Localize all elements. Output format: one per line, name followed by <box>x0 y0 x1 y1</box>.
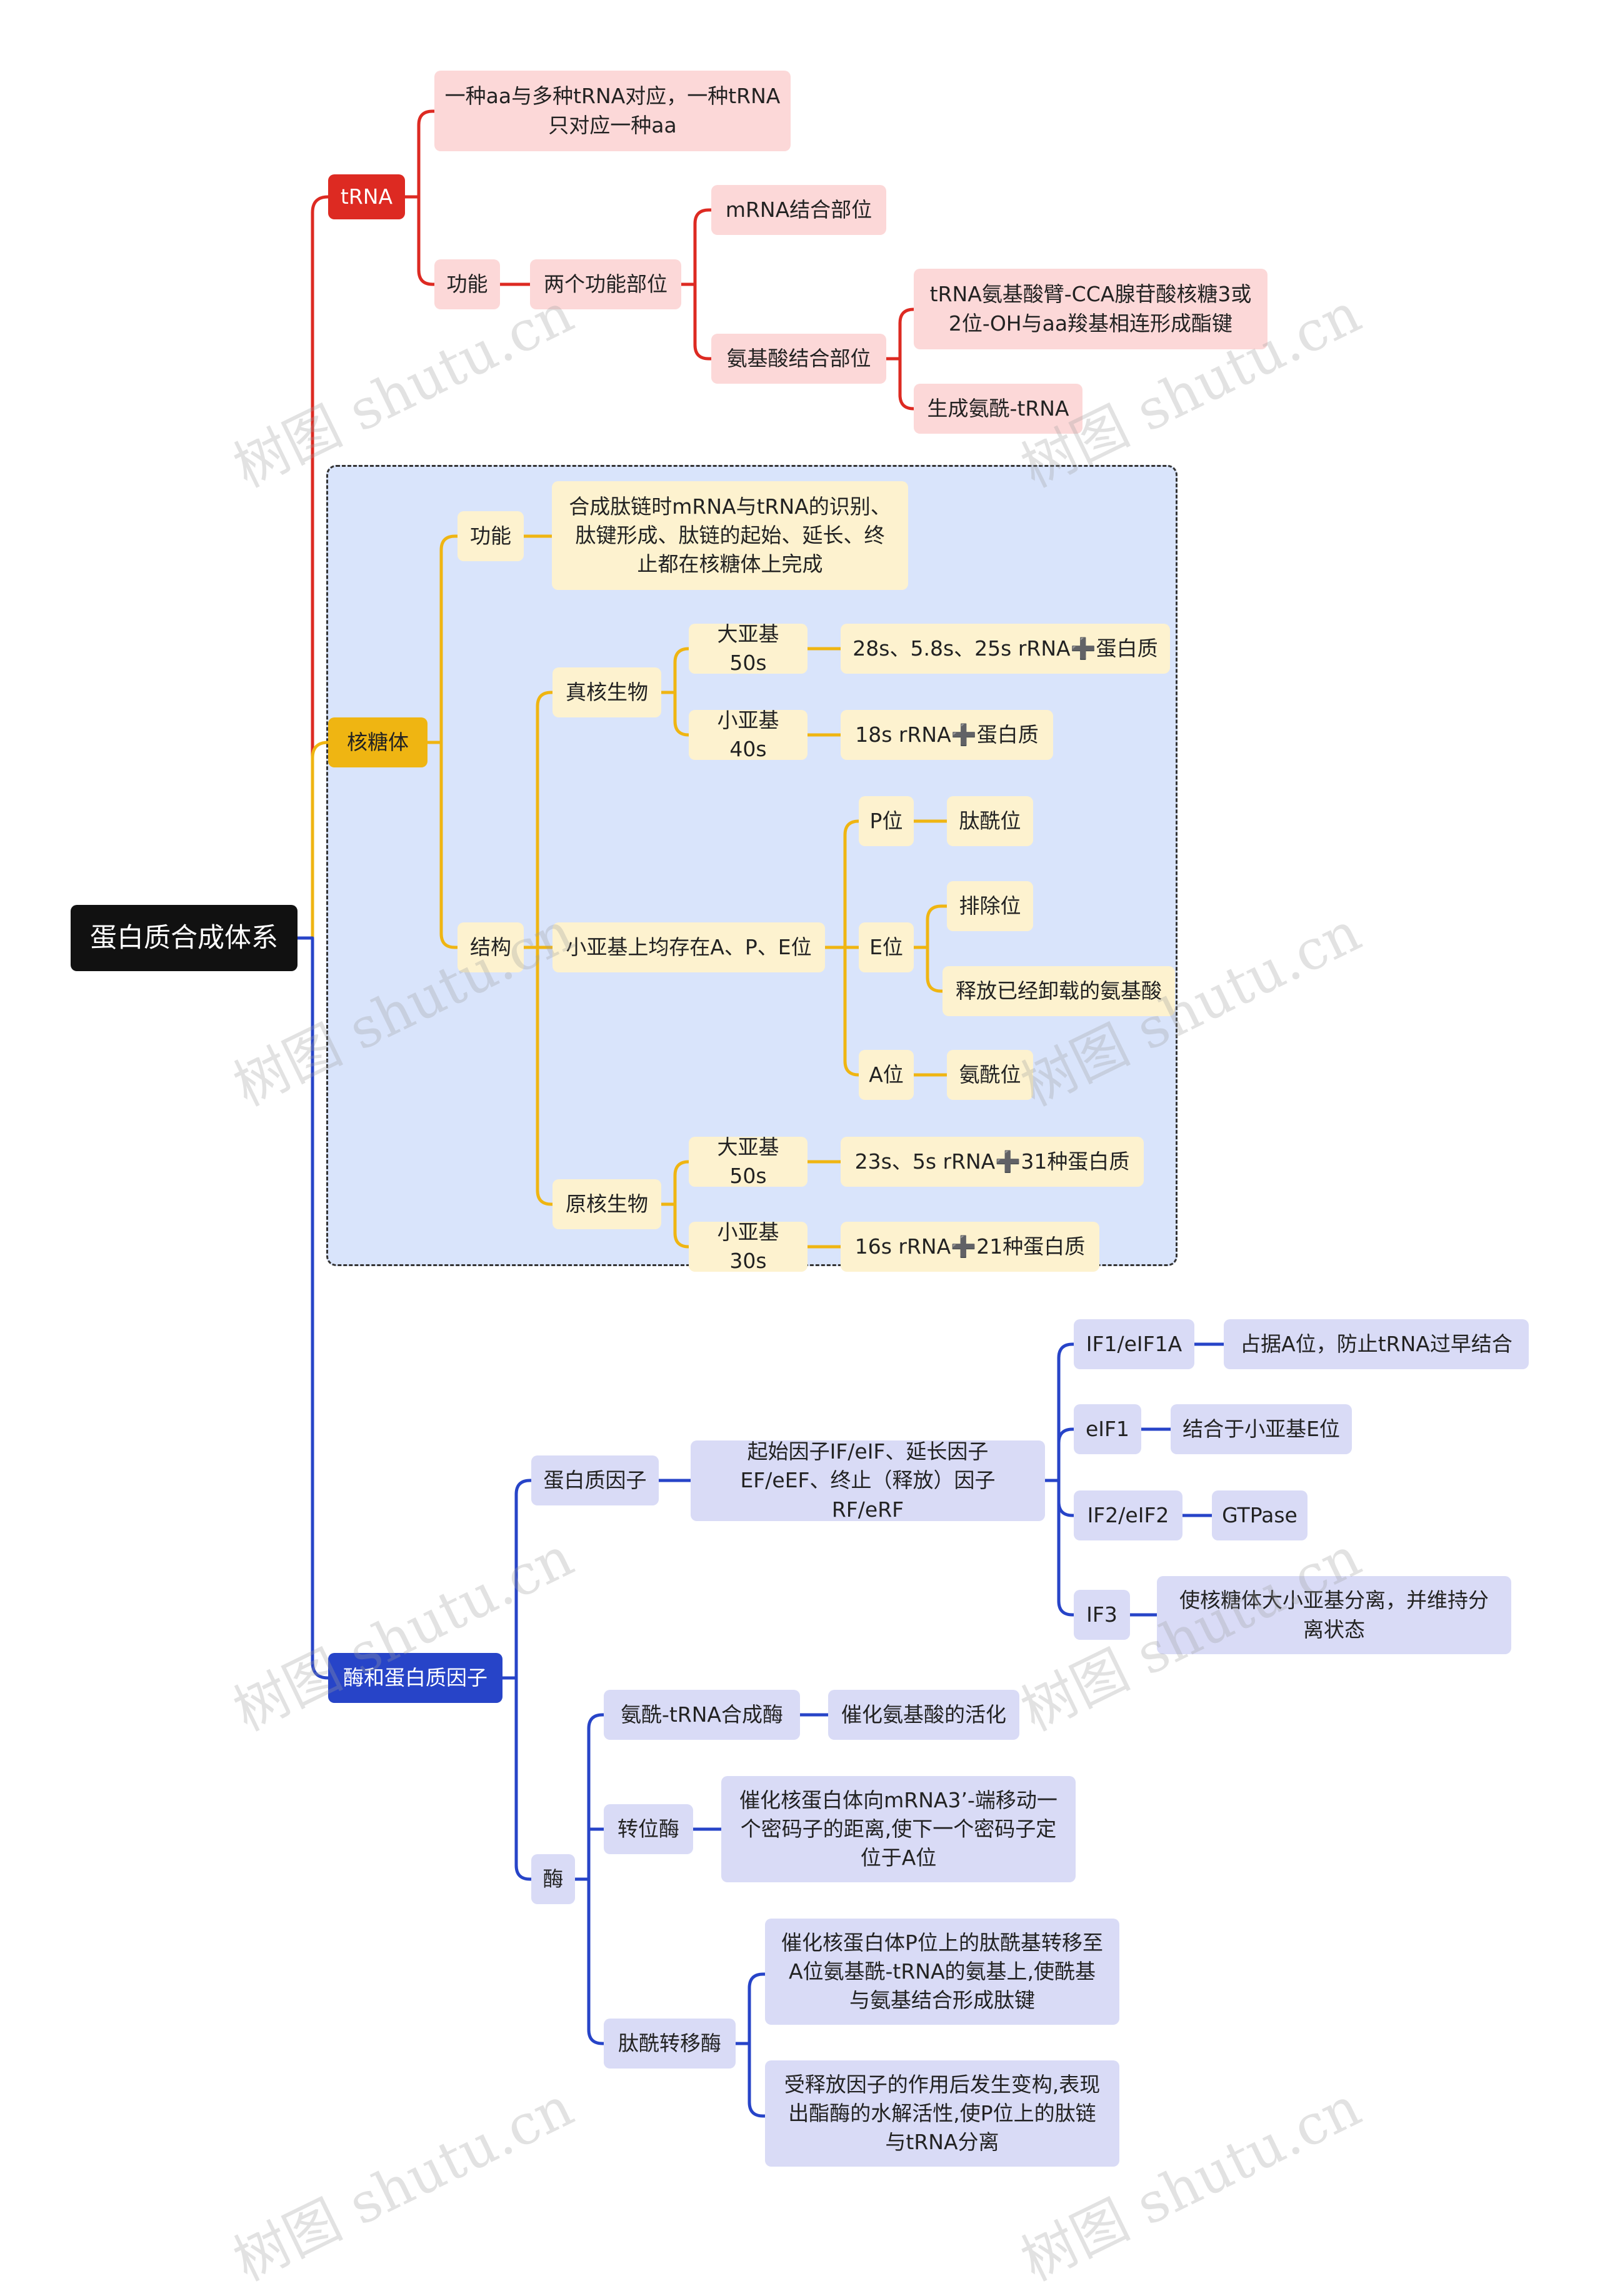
cca-ester-node[interactable]: tRNA氨基酸臂-CCA腺苷酸核糖3或2位-OH与aa羧基相连形成酯键 <box>914 269 1268 349</box>
protein-factors-desc-node[interactable]: 起始因子IF/eIF、延长因子EF/eEF、终止（释放）因子RF/eRF <box>691 1439 1045 1522</box>
if2-desc-node[interactable]: GTPase <box>1212 1490 1308 1540</box>
if1-desc-node[interactable]: 占据A位，防止tRNA过早结合 <box>1224 1319 1529 1369</box>
pro-small-subunit-node[interactable]: 小亚基30s <box>689 1220 808 1273</box>
ribosome-function-node[interactable]: 功能 <box>458 511 524 561</box>
euk-small-composition-node[interactable]: 18s rRNA➕蛋白质 <box>841 710 1053 760</box>
eukaryote-node[interactable]: 真核生物 <box>552 667 661 717</box>
peptidyl-transferase-desc1-node[interactable]: 催化核蛋白体P位上的肽酰基转移至A位氨基酰-tRNA的氨基上,使酰基与氨基结合形… <box>765 1919 1119 2025</box>
ribosome-node[interactable]: 核糖体 <box>328 717 428 767</box>
aminoacyl-site-node[interactable]: 氨酰位 <box>947 1050 1033 1100</box>
translocase-desc-node[interactable]: 催化核蛋白体向mRNA3’-端移动一个密码子的距离,使下一个密码子定位于A位 <box>721 1776 1076 1882</box>
prokaryote-node[interactable]: 原核生物 <box>552 1179 661 1229</box>
trna-node[interactable]: tRNA <box>328 174 405 219</box>
aminoacyl-trna-node[interactable]: 生成氨酰-tRNA <box>914 384 1082 434</box>
a-site-node[interactable]: A位 <box>859 1050 914 1100</box>
ribosome-group-frame <box>326 465 1178 1266</box>
release-aa-node[interactable]: 释放已经卸载的氨基酸 <box>942 966 1175 1016</box>
euk-large-subunit-node[interactable]: 大亚基50s <box>689 622 808 675</box>
eif1-desc-node[interactable]: 结合于小亚基E位 <box>1171 1404 1352 1454</box>
ape-sites-node[interactable]: 小亚基上均存在A、P、E位 <box>552 922 825 972</box>
enzymes-factors-node[interactable]: 酶和蛋白质因子 <box>328 1653 502 1703</box>
aars-desc-node[interactable]: 催化氨基酸的活化 <box>828 1690 1019 1740</box>
root-node[interactable]: 蛋白质合成体系 <box>71 905 298 971</box>
enzyme-node[interactable]: 酶 <box>531 1854 575 1904</box>
ribosome-function-desc-node[interactable]: 合成肽链时mRNA与tRNA的识别、肽键形成、肽链的起始、延长、终止都在核糖体上… <box>552 481 908 590</box>
if1-node[interactable]: IF1/eIF1A <box>1074 1319 1194 1369</box>
peptidyl-site-node[interactable]: 肽酰位 <box>947 796 1033 846</box>
translocase-node[interactable]: 转位酶 <box>604 1804 693 1854</box>
aars-node[interactable]: 氨酰-tRNA合成酶 <box>604 1690 800 1740</box>
e-site-node[interactable]: E位 <box>859 922 914 972</box>
connector-lines <box>296 109 1226 2118</box>
ribosome-structure-node[interactable]: 结构 <box>458 922 524 972</box>
protein-factors-node[interactable]: 蛋白质因子 <box>531 1455 659 1505</box>
trna-correspondence-node[interactable]: 一种aa与多种tRNA对应，一种tRNA只对应一种aa <box>434 71 791 151</box>
eif1-node[interactable]: eIF1 <box>1074 1404 1141 1454</box>
pro-large-composition-node[interactable]: 23s、5s rRNA➕31种蛋白质 <box>841 1137 1144 1187</box>
peptidyl-transferase-node[interactable]: 肽酰转移酶 <box>604 2019 736 2069</box>
peptidyl-transferase-desc2-node[interactable]: 受释放因子的作用后发生变构,表现出酯酶的水解活性,使P位上的肽链与tRNA分离 <box>765 2060 1119 2167</box>
trna-function-node[interactable]: 功能 <box>434 259 500 309</box>
pro-small-composition-node[interactable]: 16s rRNA➕21种蛋白质 <box>841 1222 1099 1272</box>
aa-binding-site-node[interactable]: 氨基酸结合部位 <box>711 334 886 384</box>
mrna-binding-site-node[interactable]: mRNA结合部位 <box>711 185 886 235</box>
p-site-node[interactable]: P位 <box>859 796 914 846</box>
if3-node[interactable]: IF3 <box>1074 1590 1130 1640</box>
if2-node[interactable]: IF2/eIF2 <box>1074 1490 1182 1540</box>
if3-desc-node[interactable]: 使核糖体大小亚基分离，并维持分离状态 <box>1157 1576 1511 1654</box>
euk-small-subunit-node[interactable]: 小亚基40s <box>689 708 808 761</box>
pro-large-subunit-node[interactable]: 大亚基50s <box>689 1135 808 1188</box>
euk-large-composition-node[interactable]: 28s、5.8s、25s rRNA➕蛋白质 <box>841 624 1170 674</box>
trna-two-sites-node[interactable]: 两个功能部位 <box>530 259 681 309</box>
exit-site-node[interactable]: 排除位 <box>947 881 1033 931</box>
